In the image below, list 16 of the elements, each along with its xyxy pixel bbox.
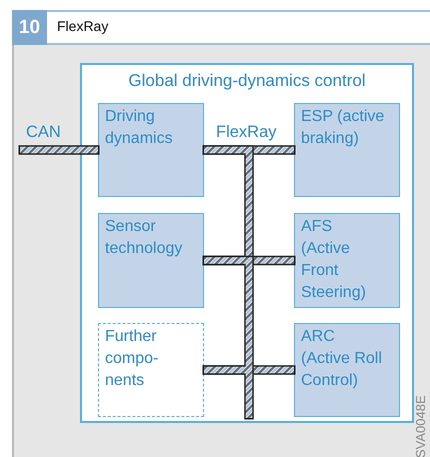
component-label: Driving dynamics xyxy=(105,107,174,149)
figure-title: FlexRay xyxy=(57,18,108,34)
figure-number: 10 xyxy=(12,10,47,45)
component-label: Sensor technology xyxy=(105,217,184,259)
component-label: AFS (Active Front Steering) xyxy=(301,217,367,303)
component-box xyxy=(294,213,400,308)
component-box xyxy=(98,103,204,197)
component-box xyxy=(294,103,400,197)
component-box xyxy=(98,213,204,308)
bus-line xyxy=(20,146,98,154)
component-box xyxy=(294,323,400,417)
component-label: Further compo-nents xyxy=(105,327,160,391)
component-label: ARC (Active Roll Control) xyxy=(301,327,383,391)
optional-component-box xyxy=(98,323,204,417)
component-label: ESP (active braking) xyxy=(301,107,385,149)
group-title: Global driving-dynamics control xyxy=(128,70,366,92)
